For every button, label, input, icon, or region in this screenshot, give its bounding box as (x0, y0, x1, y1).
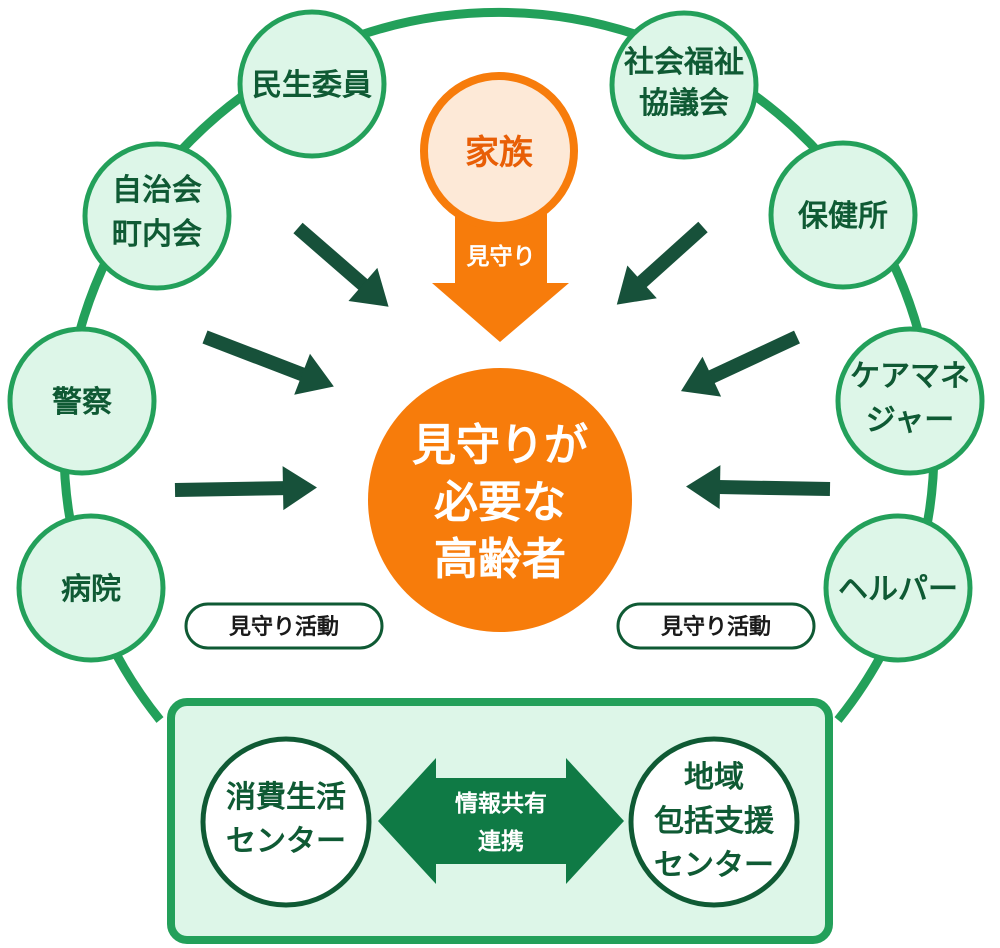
ring-node-minsei-label: 民生委員 (252, 68, 372, 103)
ring-node-helper-label: ヘルパー (838, 572, 958, 607)
consumer-center-line-2: センター (226, 824, 346, 859)
info-share-line-2: 連携 (478, 828, 524, 855)
ring-node-caremanager-line-2: ジャー (866, 403, 955, 438)
info-share-line-1: 情報共有 (455, 790, 547, 817)
ring-node-minsei: 民生委員 (237, 9, 387, 159)
ring-node-police-label: 警察 (52, 385, 113, 420)
ring-node-caremanager-line-1: ケアマネ (850, 359, 970, 394)
ring-node-jichikai-line-1: 自治会 (112, 173, 202, 208)
community-support-center-line-2: 包括支援 (654, 804, 775, 839)
ring-node-jichikai-line-2: 町内会 (112, 217, 202, 252)
arrow-helper (686, 465, 831, 510)
arrow-shakyo (616, 221, 708, 305)
watch-arrows (174, 221, 831, 511)
ring-node-shakyo-line-1: 社会福祉 (624, 45, 744, 80)
arrow-hokenjo (680, 330, 800, 397)
community-support-center-line-1: 地域 (684, 760, 744, 795)
consumer-center-line-1: 消費生活 (226, 780, 346, 815)
ring-node-hokenjo-label: 保健所 (798, 199, 888, 234)
activity-pill-right-label: 見守り活動 (661, 614, 771, 640)
family-node: 家族 (420, 72, 578, 230)
ring-node-hokenjo: 保健所 (768, 140, 918, 290)
activity-pill-left: 見守り活動 (184, 602, 384, 650)
info-share-double-arrow: 情報共有 連携 (378, 758, 624, 884)
ring-node-caremanager: ケアマネ ジャー (835, 326, 985, 476)
activity-pill-left-label: 見守り活動 (229, 614, 339, 640)
center-line-1: 見守りが (412, 420, 588, 471)
center-line-3: 高齢者 (434, 534, 566, 585)
collaboration-box: 消費生活 センター 情報共有 連携 地域 包括支援 センター (167, 698, 833, 944)
activity-pill-right: 見守り活動 (616, 602, 816, 650)
ring-node-helper: ヘルパー (823, 513, 973, 663)
ring-node-hospital: 病院 (16, 513, 166, 663)
ring-node-shakyo-line-2: 協議会 (639, 86, 729, 121)
arrow-jichikai (202, 330, 334, 395)
arrow-police (174, 466, 317, 511)
ring-node-shakyo: 社会福祉 協議会 (609, 10, 759, 160)
ring-node-jichikai: 自治会 町内会 (82, 141, 232, 291)
ring-node-police: 警察 (7, 326, 157, 476)
community-support-center-line-3: センター (654, 848, 774, 883)
community-support-center-node: 地域 包括支援 センター (628, 736, 800, 908)
center-node: 見守りが 必要な 高齢者 (368, 368, 632, 632)
arrow-minsei (293, 222, 389, 307)
family-label: 家族 (465, 133, 533, 173)
family-arrow-label: 見守り (467, 243, 536, 270)
consumer-center-node: 消費生活 センター (200, 736, 372, 908)
ring-node-hospital-label: 病院 (61, 572, 121, 607)
center-line-2: 必要な (434, 477, 566, 528)
